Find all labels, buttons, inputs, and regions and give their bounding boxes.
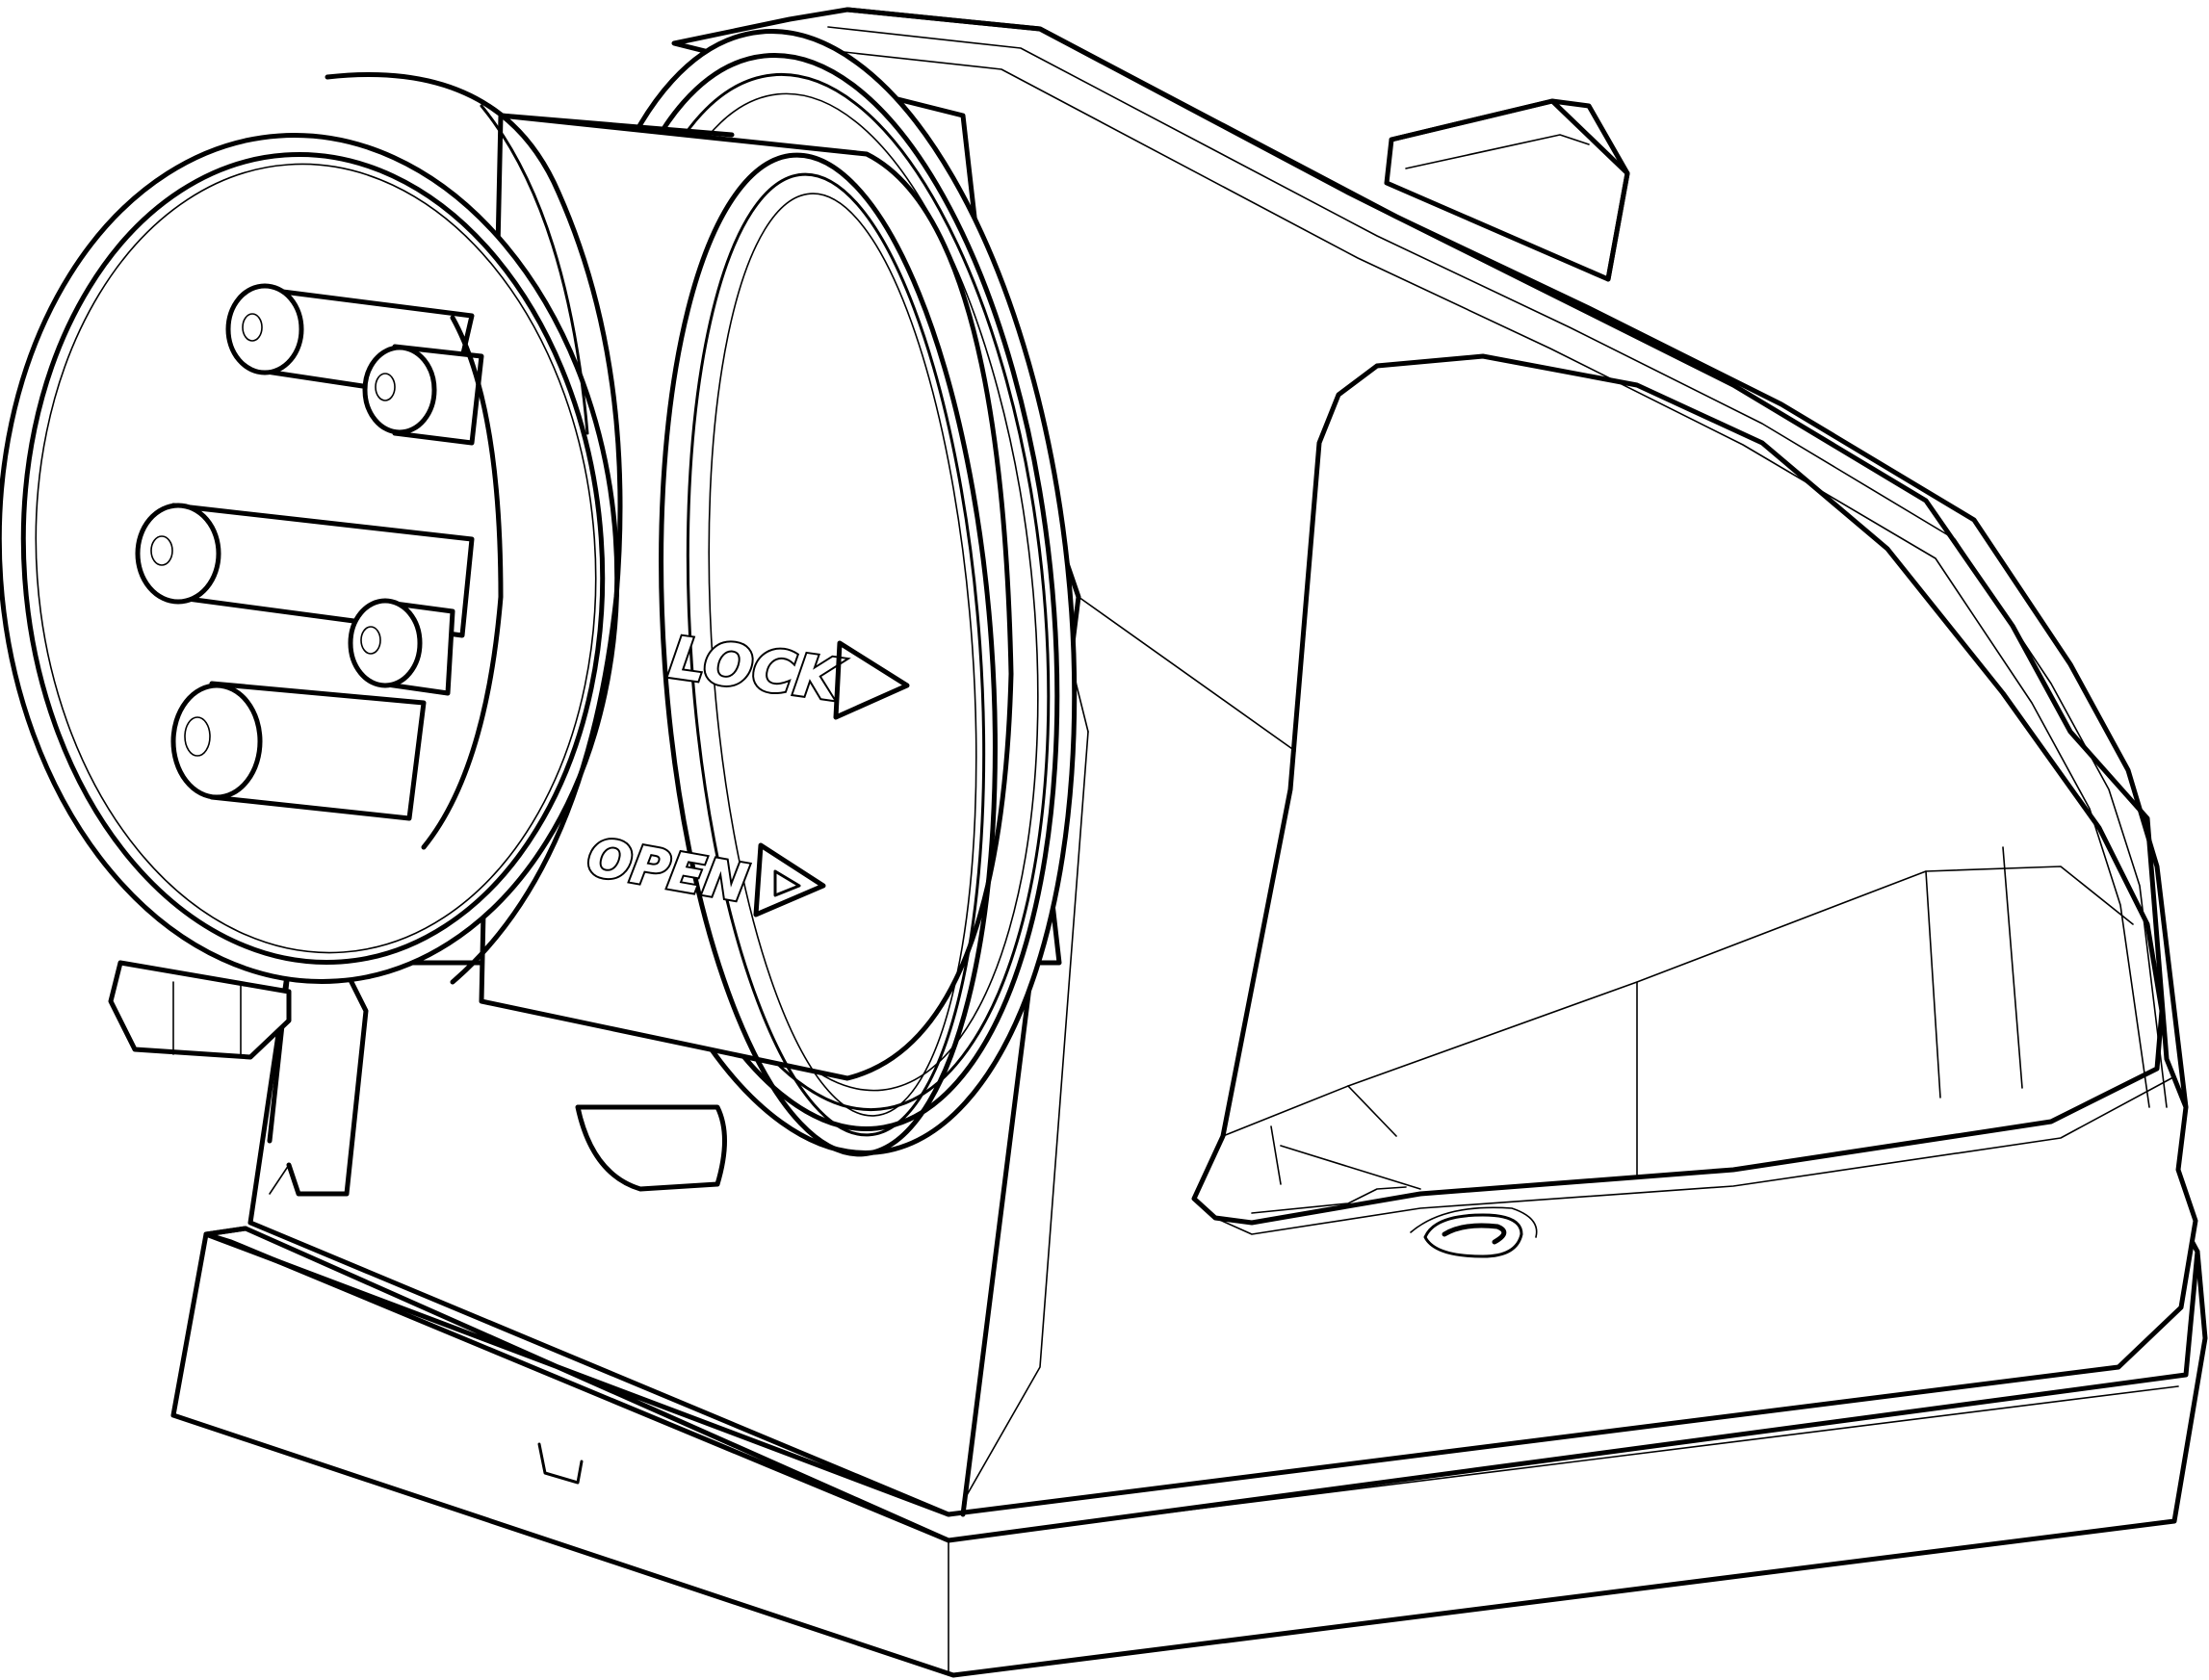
pin-upper-right <box>362 344 484 446</box>
base-notch <box>537 1442 584 1485</box>
triangle-right-outline-icon <box>833 640 910 720</box>
pin-bottom <box>170 681 427 821</box>
triangle-right-double-outline-icon <box>753 842 826 918</box>
pins <box>135 283 504 850</box>
pin-middle-right <box>348 598 455 696</box>
housing-body <box>247 7 2198 1517</box>
side-window <box>1191 353 2172 1258</box>
plug-barrel <box>479 113 1014 1157</box>
